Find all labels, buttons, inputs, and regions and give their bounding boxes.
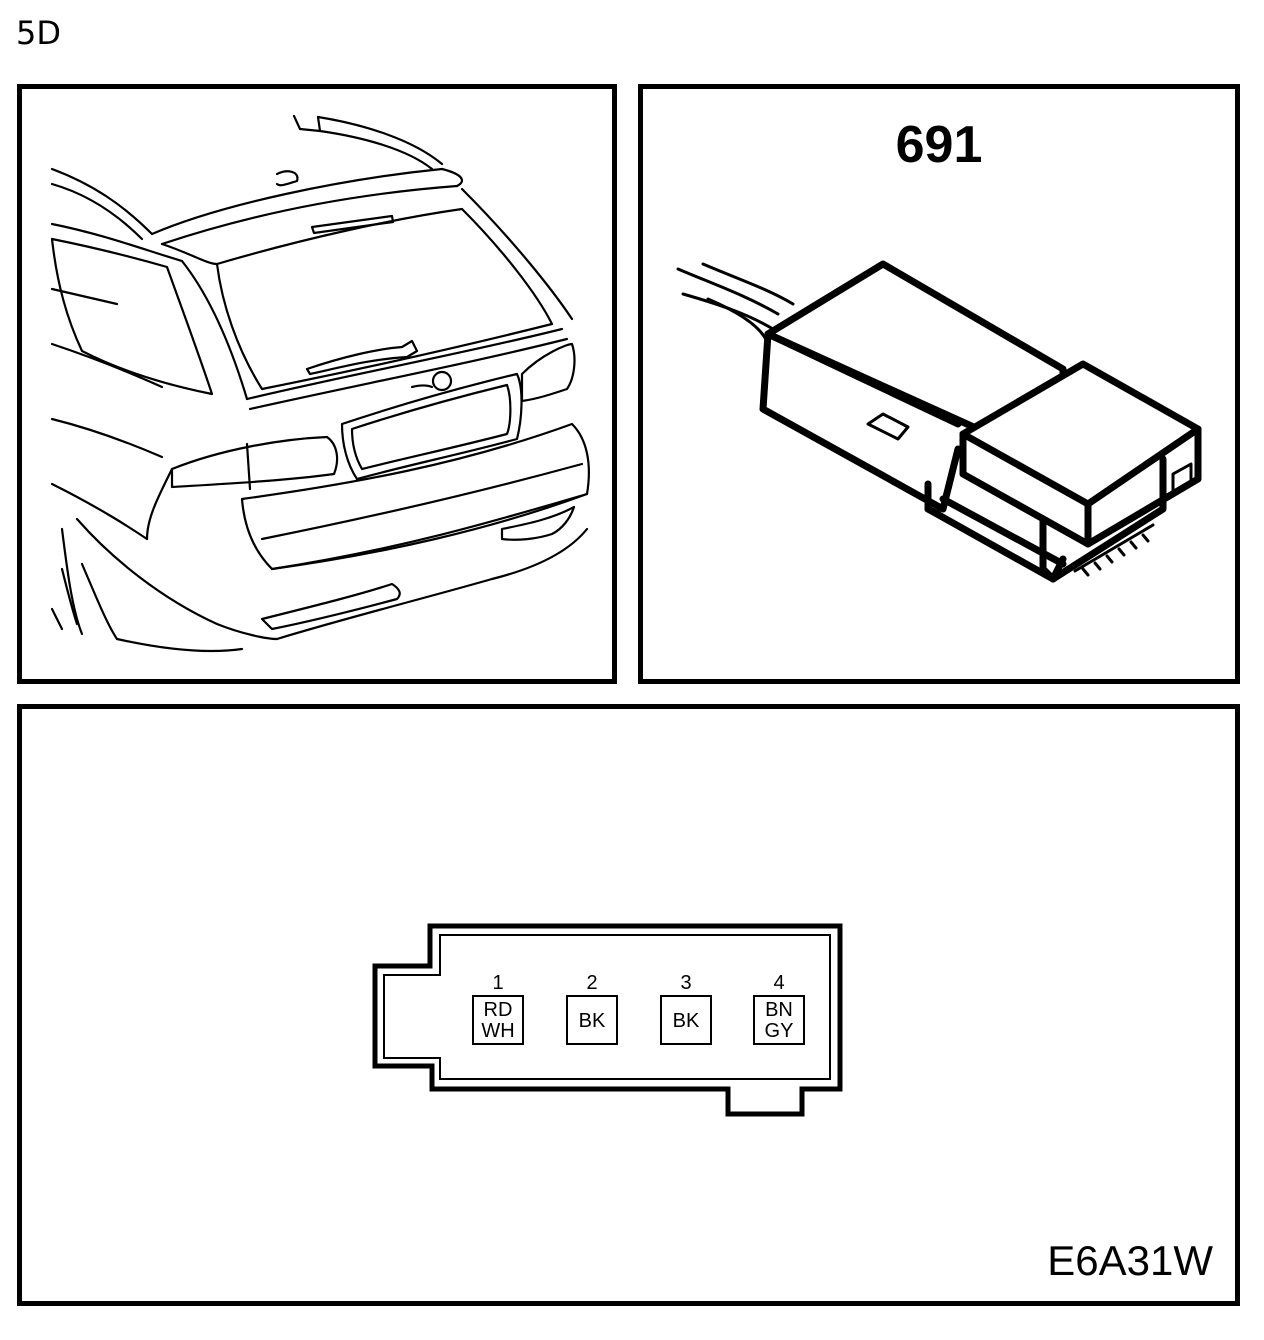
pin-cavity — [753, 995, 805, 1045]
diagram-code: E6A31W — [1047, 1237, 1213, 1284]
connector-number: 691 — [895, 116, 983, 174]
pin-cavity — [660, 995, 712, 1045]
connector-housing-illustration — [676, 260, 1202, 583]
pin-2: 2BK — [566, 972, 618, 1045]
wire-color-label: BK — [673, 1010, 700, 1032]
vehicle-location-panel — [17, 84, 617, 684]
pin-number: 1 — [492, 972, 503, 994]
pin-number: 3 — [680, 972, 691, 994]
wire-color-label: BK — [579, 1010, 606, 1032]
pin-cavity — [472, 995, 524, 1045]
car-rear-illustration — [50, 114, 590, 653]
wire-color-label: BN — [765, 999, 793, 1021]
connector-view-panel: 691 — [638, 84, 1240, 684]
wire-color-label: GY — [765, 1020, 794, 1042]
pin-number: 4 — [773, 972, 784, 994]
pin-number: 2 — [586, 972, 597, 994]
pin-cavity — [566, 995, 618, 1045]
wire-color-label: RD — [484, 999, 513, 1021]
variant-label: 5D — [16, 14, 61, 52]
wire-color-label: WH — [481, 1020, 514, 1042]
pin-3: 3BK — [660, 972, 712, 1045]
